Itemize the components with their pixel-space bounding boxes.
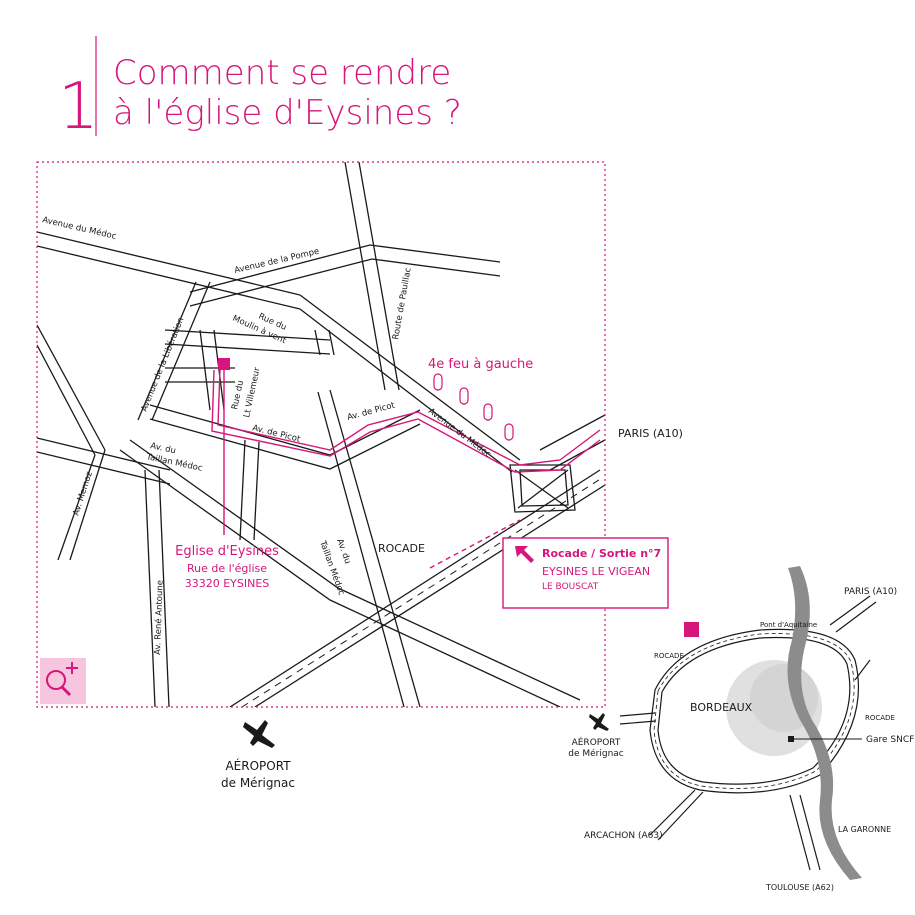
route-path xyxy=(211,369,601,569)
overview-gare: Gare SNCF xyxy=(866,735,914,745)
overview-city: BORDEAUX xyxy=(690,701,753,714)
overview-pont: Pont d'Aquitaine xyxy=(760,621,817,629)
overview-airport-1: AÉROPORT xyxy=(572,736,621,748)
traffic-light-icon xyxy=(483,403,493,421)
church-name: Eglise d'Eysines xyxy=(175,544,279,559)
street-label: Lt Villemeur xyxy=(242,366,263,419)
overview-map: PARIS (A10) Pont d'Aquitaine ROCADE ROCA… xyxy=(568,566,914,892)
airport-block: AÉROPORT de Mérignac xyxy=(221,720,295,790)
street-label: Route de Pauillac xyxy=(391,267,414,341)
exit-box: Rocade / Sortie n°7 EYSINES LE VIGEAN LE… xyxy=(502,537,669,609)
church-street: Rue de l'église xyxy=(187,562,267,575)
exit-arrow-icon xyxy=(515,546,534,563)
exit-line-2: EYSINES LE VIGEAN xyxy=(542,565,650,578)
church-label: Eglise d'Eysines Rue de l'église 33320 E… xyxy=(175,544,279,590)
rocade-label: ROCADE xyxy=(378,542,425,555)
church-marker-icon xyxy=(684,622,699,637)
zoom-in-icon[interactable] xyxy=(40,658,86,704)
title-number: 1 xyxy=(58,70,99,144)
overview-arcachon: ARCACHON (A63) xyxy=(584,831,663,841)
overview-airport-2: de Mérignac xyxy=(568,748,624,759)
paris-label: PARIS (A10) xyxy=(618,427,683,440)
airplane-icon xyxy=(243,720,275,748)
overview-garonne: LA GARONNE xyxy=(838,825,891,834)
overview-paris: PARIS (A10) xyxy=(844,587,897,597)
main-map: Avenue du Médoc Avenue de la Pompe Route… xyxy=(36,161,683,708)
map-border xyxy=(36,161,606,708)
page-title: 1 Comment se rendre à l'église d'Eysines… xyxy=(58,36,462,144)
rocade-motorway xyxy=(229,469,605,707)
traffic-light-icon xyxy=(504,423,514,441)
traffic-light-icon xyxy=(459,387,469,405)
overview-rocade-right: ROCADE xyxy=(865,714,895,722)
traffic-lights xyxy=(433,373,514,441)
overview-rocade-left: ROCADE xyxy=(654,652,684,660)
street-network xyxy=(37,162,605,707)
exit-line-1: Rocade / Sortie n°7 xyxy=(542,547,661,560)
traffic-light-icon xyxy=(433,373,443,391)
title-line-1: Comment se rendre xyxy=(113,53,451,93)
street-label: Av. de Picot xyxy=(251,423,302,445)
exit-line-3: LE BOUSCAT xyxy=(542,582,599,592)
street-label: Avenue du Médoc xyxy=(41,214,117,242)
airport-line-1: AÉROPORT xyxy=(225,758,291,773)
street-label: Av. du xyxy=(334,538,352,566)
overview-toulouse: TOULOUSE (A62) xyxy=(765,883,834,892)
title-line-2: à l'église d'Eysines ? xyxy=(113,93,462,133)
airplane-icon xyxy=(589,713,609,731)
gare-marker-icon xyxy=(788,736,794,742)
airport-line-2: de Mérignac xyxy=(221,776,295,790)
garonne-river xyxy=(787,566,862,880)
church-city: 33320 EYSINES xyxy=(185,577,270,590)
church-marker-icon xyxy=(218,358,230,370)
traffic-light-note: 4e feu à gauche xyxy=(428,357,533,372)
street-label: Av. René Antoune xyxy=(152,580,166,655)
street-label: Avenue de la Libération xyxy=(139,316,187,413)
